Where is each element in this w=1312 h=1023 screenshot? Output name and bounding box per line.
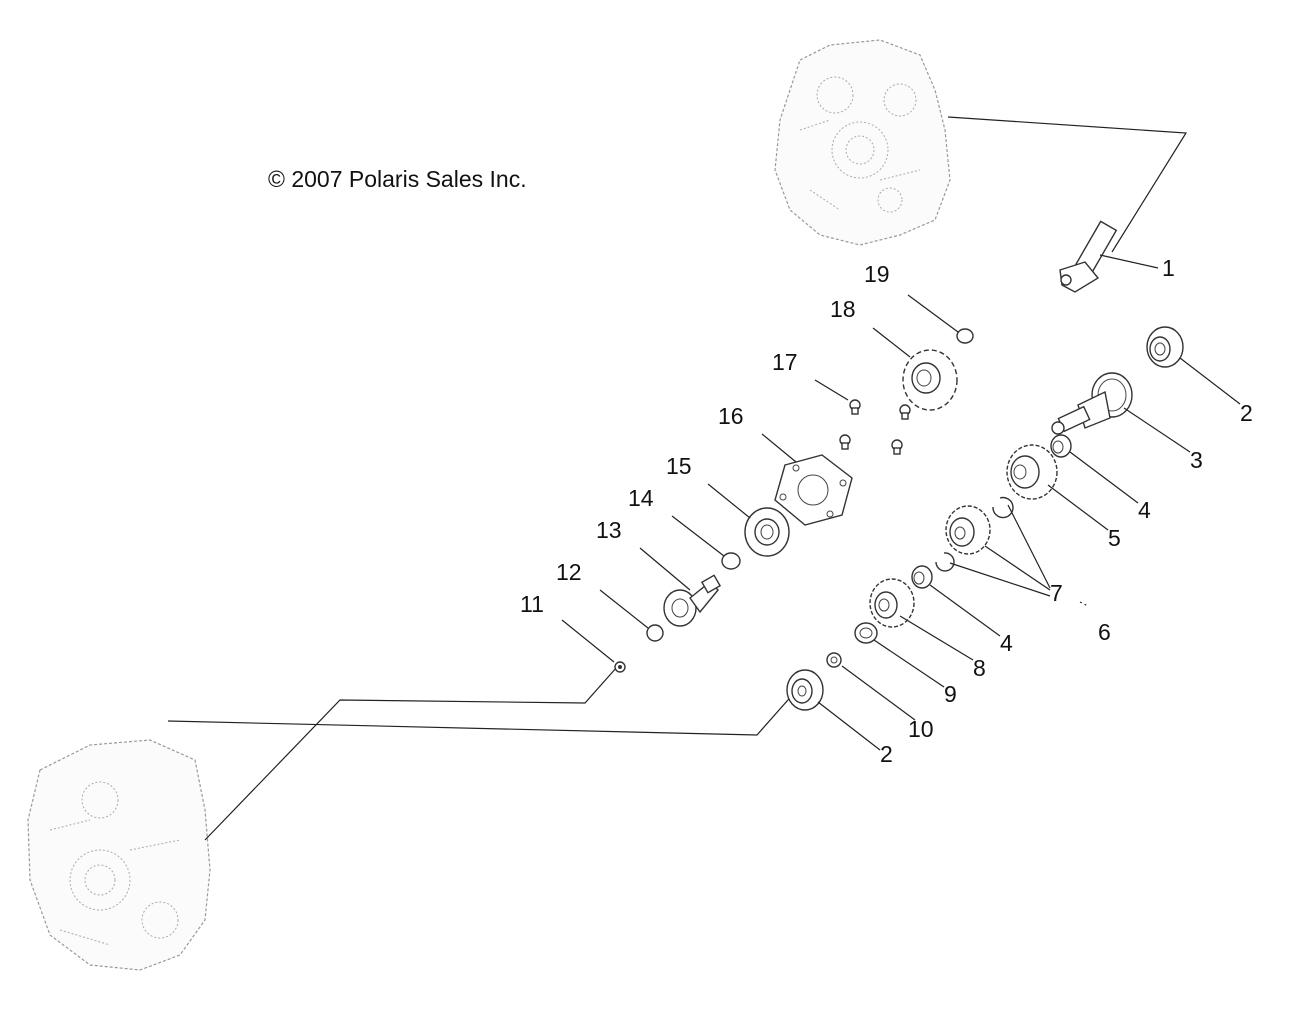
part-1-shift-shaft [1059,220,1118,293]
upper-housing [774,39,951,246]
callout-2-upper: 2 [1240,400,1253,426]
callout-18: 18 [830,296,856,322]
callout-9: 9 [944,681,957,707]
part-17-bolts [839,399,911,455]
callout-1: 1 [1162,255,1175,281]
part-7-gear [945,505,991,555]
part-12-cap [646,624,664,642]
callout-15: 15 [666,453,692,479]
callout-4-upper: 4 [1138,497,1151,523]
part-19-ring [956,328,974,344]
callout-8: 8 [973,655,986,681]
callout-7: 7 [1050,580,1063,606]
callout-3: 3 [1190,447,1203,473]
callout-17: 17 [772,349,798,375]
callout-10: 10 [908,716,934,742]
part-6-snap-ring-upper [992,496,1014,519]
assembly-lines [167,116,1188,841]
part-9-washer [854,622,878,644]
callout-11: 11 [520,591,544,617]
callout-5: 5 [1108,525,1121,551]
part-4-bushing-upper [1050,434,1072,458]
part-16-retainer-plate [774,454,853,526]
callout-4-lower: 4 [1000,630,1013,656]
part-6-snap-ring-lower [935,552,955,572]
callout-labels: 1 2 3 4 5 6 7 4 8 9 10 2 11 12 13 14 15 … [520,255,1253,767]
part-8-gear [869,578,915,628]
copyright-notice: © 2007 Polaris Sales Inc. [268,166,527,192]
callout-2-lower: 2 [880,741,893,767]
part-10-ring [826,652,842,668]
callout-19: 19 [864,261,890,287]
part-18-gear [902,349,958,411]
callout-16: 16 [718,403,744,429]
lower-housing [27,739,211,971]
part-13-shaft [663,574,722,627]
callout-13: 13 [596,517,622,543]
part-4-bushing-lower [911,565,933,589]
part-3-shaft-gear [1051,372,1133,435]
part-14-o-ring [721,552,741,570]
part-15-bearing [744,507,790,557]
callout-6: 6 [1098,619,1111,645]
callout-12: 12 [556,559,582,585]
part-2-bearing-upper [1146,326,1184,368]
part-2-bearing-lower [786,669,824,711]
callout-leaders [561,254,1241,751]
part-5-gear [1006,444,1058,500]
callout-14: 14 [628,485,654,511]
part-11-plug [614,661,626,673]
